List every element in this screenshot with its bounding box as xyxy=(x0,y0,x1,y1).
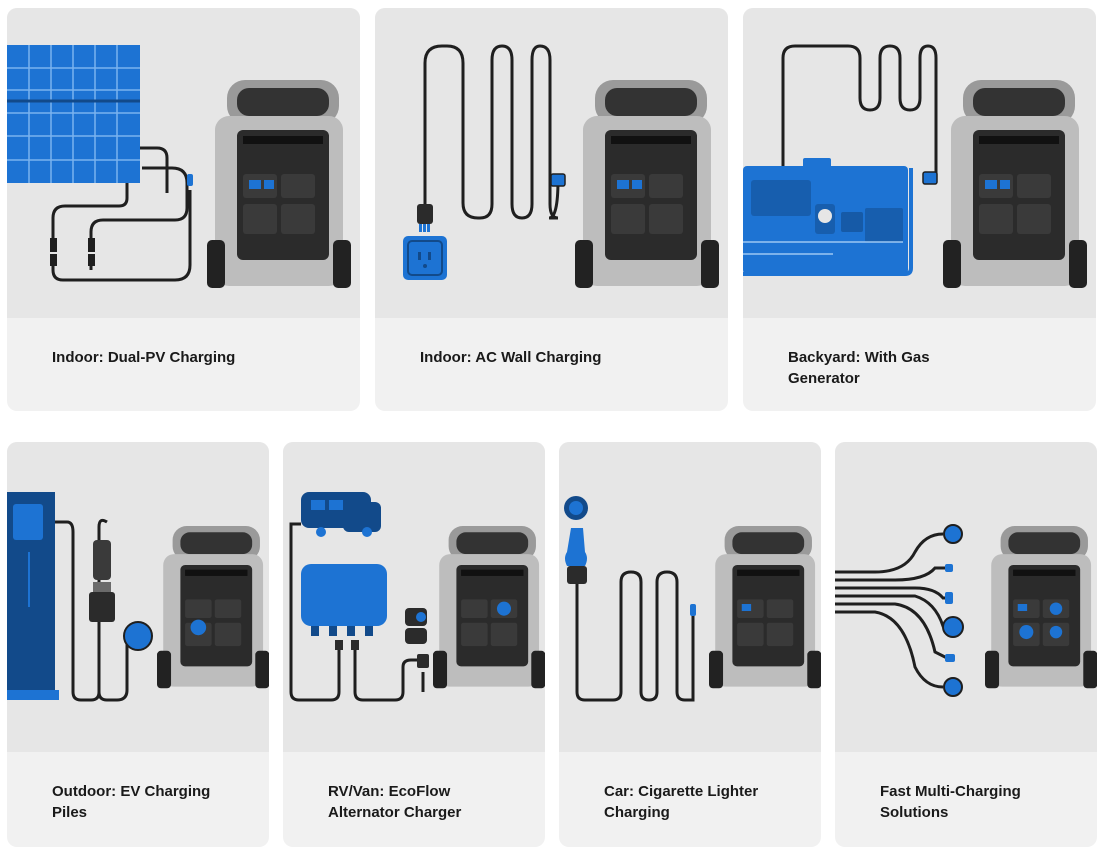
gas-generator-icon xyxy=(743,44,1087,288)
charging-card-car-lighter[interactable]: Car: Cigarette Lighter Charging xyxy=(559,442,821,847)
card-illustration xyxy=(375,8,728,318)
card-title: Fast Multi-Charging Solutions xyxy=(880,783,1021,821)
card-title: Indoor: Dual-PV Charging xyxy=(52,349,236,366)
card-illustration xyxy=(743,8,1096,318)
card-title: RV/Van: EcoFlow Alternator Charger xyxy=(328,783,462,821)
charging-card-ac-wall[interactable]: Indoor: AC Wall Charging xyxy=(375,8,728,411)
card-illustration xyxy=(835,442,1097,752)
card-illustration xyxy=(283,442,545,752)
car-lighter-icon xyxy=(564,496,821,702)
charging-card-ev-pile[interactable]: Outdoor: EV Charging Piles xyxy=(7,442,269,847)
card-illustration xyxy=(7,442,269,752)
charging-card-gas-generator[interactable]: Backyard: With Gas Generator xyxy=(743,8,1096,411)
rv-van-icon xyxy=(289,492,545,702)
solar-panel-icon xyxy=(7,45,351,288)
charging-card-multi[interactable]: Fast Multi-Charging Solutions xyxy=(835,442,1097,847)
card-illustration xyxy=(7,8,360,318)
card-title: Car: Cigarette Lighter Charging xyxy=(604,783,759,821)
charging-card-rv-van[interactable]: RV/Van: EcoFlow Alternator Charger xyxy=(283,442,545,847)
charging-card-dual-pv[interactable]: Indoor: Dual-PV Charging xyxy=(7,8,360,411)
card-title: Backyard: With Gas Generator xyxy=(788,349,930,387)
card-illustration xyxy=(559,442,821,752)
card-title: Indoor: AC Wall Charging xyxy=(420,349,602,366)
card-title: Outdoor: EV Charging Piles xyxy=(52,783,211,821)
multi-cable-icon xyxy=(835,524,1097,697)
wall-outlet-icon xyxy=(403,44,719,288)
ev-charger-icon xyxy=(7,492,269,702)
